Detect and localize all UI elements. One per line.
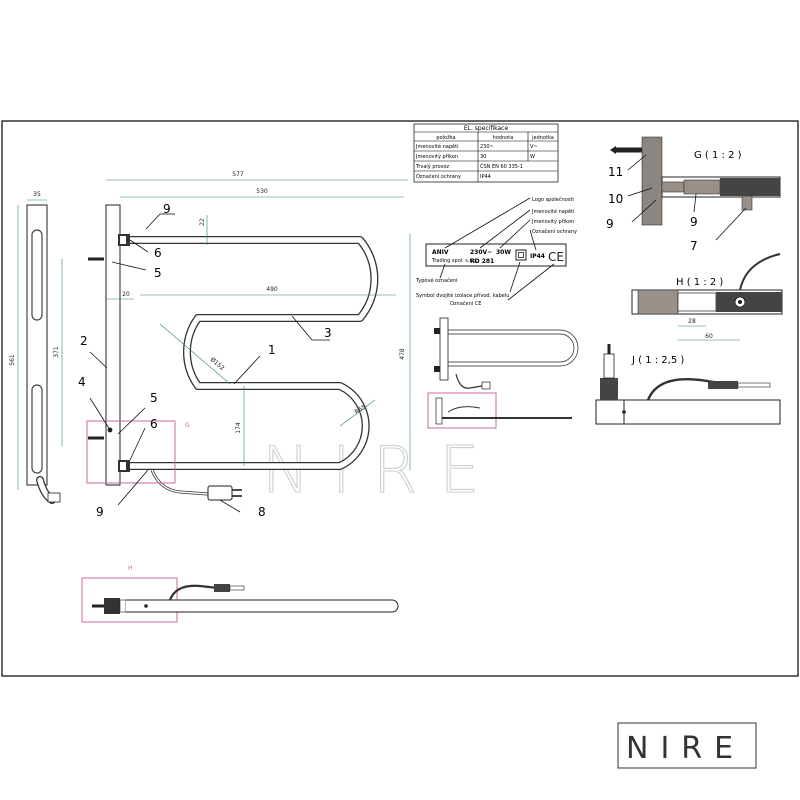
callout-2: 2	[80, 334, 88, 348]
dim-lower-height: 174	[235, 422, 242, 434]
spec-row-value: 230~	[480, 144, 494, 150]
detail-g-callout-10: 10	[608, 192, 623, 206]
callout-5-bottom: 5	[150, 391, 158, 405]
callout-4: 4	[78, 375, 86, 389]
dim-mount-distance: 371	[53, 346, 60, 358]
plate-ip: IP44	[530, 253, 545, 260]
spec-row-label: Označení ochrany	[416, 173, 461, 180]
nire-logo-text: NIRE	[626, 731, 745, 766]
front-view: G 577 530 371 22 20 490 Ø152 478 174 R65	[53, 171, 411, 501]
detail-j: J ( 1 : 2,5 )	[595, 344, 781, 425]
detail-h-title: H ( 1 : 2 )	[676, 277, 723, 288]
detail-h-dim-60: 60	[705, 333, 713, 340]
plate-power: 30W	[496, 249, 511, 256]
dim-overall-width: 577	[232, 171, 244, 178]
dim-inner-width: 530	[256, 188, 268, 195]
callout-logo: Logo společnosti	[532, 196, 574, 203]
spec-header-item: položka	[436, 134, 455, 141]
callout-protection: Označení ochrany	[532, 228, 577, 235]
callout-type: Typové označení	[415, 277, 458, 284]
callout-6-top: 6	[154, 246, 162, 260]
bottom-view: H	[81, 565, 399, 623]
callout-1: 1	[268, 343, 276, 357]
spec-table: EL. specifikace položka hodnota jednotka…	[413, 123, 559, 183]
detail-g-marker: G	[185, 422, 190, 429]
dim-overall-height: 478	[399, 348, 406, 360]
detail-g-callout-9-left: 9	[606, 217, 614, 231]
spec-row-value: ČSN EN 60 335-1	[480, 163, 523, 170]
detail-g-marker-box	[86, 420, 176, 484]
detail-g: G ( 1 : 2 ) 11 10 9 9 7	[606, 136, 781, 253]
side-view: 35 561	[9, 191, 61, 504]
callouts: 9 6 5 3 1 2 4 5 6 9 8	[78, 202, 332, 519]
spec-row-label: Jmenovité napětí	[415, 143, 459, 150]
spec-row-value: 30	[480, 154, 486, 160]
small-side-view	[427, 317, 579, 429]
plate-brand-sub: Trading spol. s.r.o.	[431, 258, 478, 264]
plate-ce: CE	[548, 250, 564, 264]
plate-model: RD 281	[470, 258, 494, 265]
callout-ce: Označení CE	[450, 300, 481, 307]
detail-j-title: J ( 1 : 2,5 )	[631, 355, 684, 366]
detail-h-dim-28: 28	[688, 318, 696, 325]
callout-8: 8	[258, 505, 266, 519]
callout-6-bottom: 6	[150, 417, 158, 431]
spec-row-unit: V~	[530, 144, 538, 150]
spec-row-value: IP44	[480, 174, 491, 180]
callout-3: 3	[324, 326, 332, 340]
spec-header-unit: jednotka	[531, 135, 554, 141]
plate-voltage: 230V~	[470, 249, 492, 256]
spec-table-title: EL. specifikace	[464, 125, 509, 132]
dim-side-height: 561	[9, 354, 16, 366]
label-plate: ANIV Trading spol. s.r.o. 230V~ RD 281 3…	[415, 196, 577, 307]
spec-row-label: Trvalý provoz	[415, 163, 450, 170]
nire-logo: NIRE	[617, 722, 757, 769]
callout-voltage: Jmenovité napětí	[531, 208, 575, 215]
callout-power: Jmenovitý příkon	[531, 218, 574, 225]
callout-9-bottom: 9	[96, 505, 104, 519]
spec-row-label: Jmenovitý příkon	[415, 153, 458, 160]
dim-bend-width: 490	[266, 286, 278, 293]
dim-gap-20: 20	[122, 291, 130, 298]
watermark-text: NIRE	[262, 434, 502, 508]
spec-header-value: hodnota	[493, 135, 514, 141]
detail-g-title: G ( 1 : 2 )	[694, 150, 742, 161]
dim-top-gap: 22	[199, 218, 206, 226]
detail-h: H ( 1 : 2 ) 28 60	[631, 253, 783, 341]
detail-h-marker: H	[128, 565, 133, 572]
detail-g-callout-7: 7	[690, 239, 698, 253]
callout-5-top: 5	[154, 266, 162, 280]
callout-9-top: 9	[163, 202, 171, 216]
drawing-frame	[1, 120, 799, 677]
dim-bend-diameter: Ø152	[209, 356, 226, 372]
detail-g-callout-9-right: 9	[690, 215, 698, 229]
plate-brand: ANIV	[432, 249, 449, 256]
spec-row-unit: W	[530, 154, 535, 160]
dim-side-width: 35	[33, 191, 41, 198]
detail-g-callout-11: 11	[608, 165, 623, 179]
callout-insulation: Symbol dvojité izolace přívod. kabelu	[416, 292, 509, 299]
